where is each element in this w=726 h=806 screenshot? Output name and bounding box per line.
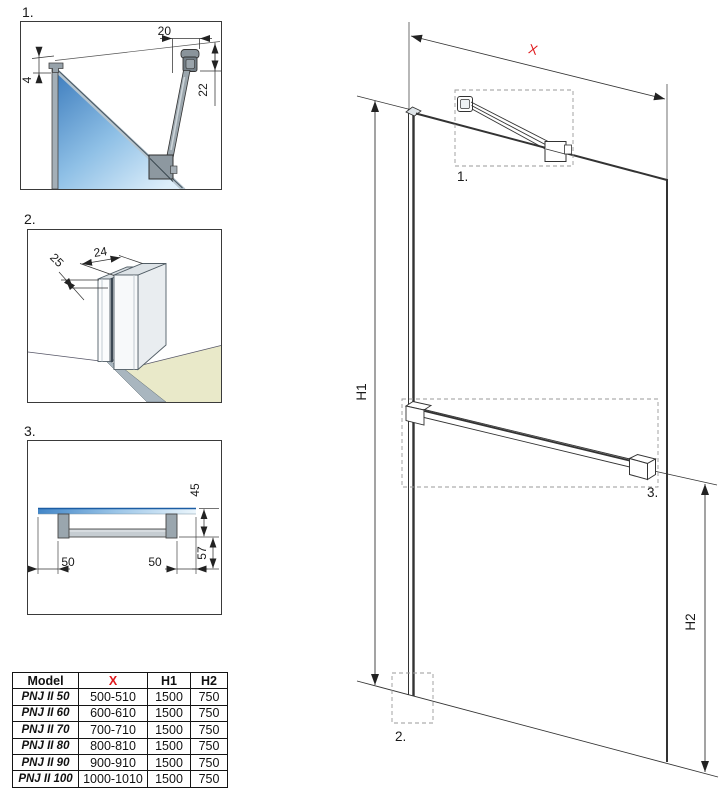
detail-1-drawing: 20 22 4: [21, 24, 221, 189]
dim-x-label: X: [527, 41, 539, 58]
cell-x: 900-910: [78, 753, 148, 772]
detail-3-label: 3.: [24, 423, 36, 439]
table-header-row: Model X H1 H2: [12, 671, 228, 690]
wall-floor-junction-left: [28, 351, 101, 362]
detail-3-drawing: 50 50 45 57: [28, 483, 219, 574]
dim-24-lines: [79, 255, 143, 276]
table-row: PNJ II 80 800-810 1500 750: [12, 737, 228, 755]
cell-h2: 750: [190, 737, 228, 755]
dim-h1-label: H1: [354, 383, 369, 400]
support-arm-highlight: [170, 76, 186, 151]
cell-x: 700-710: [78, 721, 148, 739]
arm-wall-bracket-inner: [185, 59, 195, 69]
callout-profile-label: 2.: [395, 729, 406, 744]
dim-20-lines: [160, 35, 212, 73]
main-extension-lines: [356, 22, 718, 486]
header-x: X: [78, 671, 148, 690]
detail-2-label: 2.: [24, 211, 36, 227]
wall-profile: [51, 68, 59, 189]
rail-endcap-front: [629, 457, 648, 481]
glass-clamp-slot: [149, 158, 174, 182]
rail-hanger-left: [57, 513, 70, 539]
table-row: PNJ II 100 1000-1010 1500 750: [12, 770, 228, 788]
cell-h2: 750: [190, 753, 228, 772]
cell-x: 600-610: [78, 704, 148, 723]
size-table: Model X H1 H2 PNJ II 50 500-510 1500 750…: [12, 671, 228, 788]
cell-h1: 1500: [147, 753, 191, 772]
glass-clamp-slot-main: [545, 148, 566, 155]
dim-h2-label: H2: [683, 613, 698, 630]
rail-bar: [59, 528, 175, 538]
cell-h1: 1500: [147, 770, 191, 788]
rail-bracket-front: [405, 405, 425, 426]
detail-3-box: 50 50 45 57: [27, 440, 222, 615]
dim-22: 22: [196, 83, 210, 97]
cell-model: PNJ II 90: [12, 753, 79, 772]
cell-h1: 1500: [147, 704, 191, 723]
callout-arm-label: 1.: [457, 169, 468, 184]
header-h1: H1: [147, 671, 191, 690]
header-model: Model: [12, 671, 79, 690]
glass-slab-front: [97, 278, 111, 362]
table-row: PNJ II 60 600-610 1500 750: [12, 704, 228, 723]
cell-x: 500-510: [78, 688, 148, 706]
profile-cap: [48, 62, 64, 73]
rail-hanger-right: [165, 513, 178, 539]
cell-model: PNJ II 100: [12, 770, 79, 788]
cell-h2: 750: [190, 704, 228, 723]
dim-45: 45: [188, 483, 202, 497]
rail-bar-top-line: [424, 410, 636, 463]
dim-24: 24: [93, 244, 109, 260]
floor-line: [356, 680, 719, 778]
detail-1-box: 20 22 4: [20, 21, 222, 190]
cell-model: PNJ II 50: [12, 688, 79, 706]
dim-50-right: 50: [148, 555, 162, 569]
dim-4-lines: [31, 46, 55, 84]
callout-box-profile: [391, 672, 434, 724]
dim-25-lines: [58, 271, 108, 301]
reference-line: [54, 41, 221, 61]
cell-model: PNJ II 60: [12, 704, 79, 723]
dim-4: 4: [21, 76, 34, 83]
dim-x-line: [410, 34, 666, 101]
cell-h1: 1500: [147, 737, 191, 755]
table-row: PNJ II 90 900-910 1500 750: [12, 753, 228, 772]
table-row: PNJ II 70 700-710 1500 750: [12, 721, 228, 739]
dim-22-lines: [200, 42, 221, 106]
cell-x: 1000-1010: [78, 770, 148, 788]
cell-x: 800-810: [78, 737, 148, 755]
callout-box-rail: [401, 398, 659, 488]
callout-box-arm: [454, 89, 574, 167]
callout-rail-label: 3.: [647, 485, 658, 500]
cell-h2: 750: [190, 721, 228, 739]
cell-model: PNJ II 80: [12, 737, 79, 755]
dim-50-left: 50: [61, 555, 75, 569]
glass-clamp: [148, 154, 174, 180]
detail-2-drawing: 24 25: [28, 244, 221, 402]
arm-bracket-inner-main: [460, 99, 470, 109]
detail-1-label: 1.: [22, 4, 34, 20]
dim-20: 20: [158, 24, 172, 38]
support-arm-main: [470, 101, 553, 151]
cell-h2: 750: [190, 770, 228, 788]
glass-clamp-tab-main: [564, 144, 572, 155]
glass-section: [38, 508, 196, 514]
detail-2-box: 24 25: [27, 229, 222, 403]
cell-h1: 1500: [147, 688, 191, 706]
table-row: PNJ II 50 500-510 1500 750: [12, 688, 228, 706]
cell-model: PNJ II 70: [12, 721, 79, 739]
dim-57: 57: [195, 546, 209, 560]
main-isometric-view: X H1 H2 1. 3. 2.: [354, 22, 719, 778]
glass-clamp-tab: [170, 165, 178, 174]
profile-slab-side: [137, 262, 167, 371]
extension-lines: [37, 508, 219, 574]
cell-h1: 1500: [147, 721, 191, 739]
cell-h2: 750: [190, 688, 228, 706]
dim-25: 25: [47, 250, 67, 270]
header-h2: H2: [190, 671, 228, 690]
